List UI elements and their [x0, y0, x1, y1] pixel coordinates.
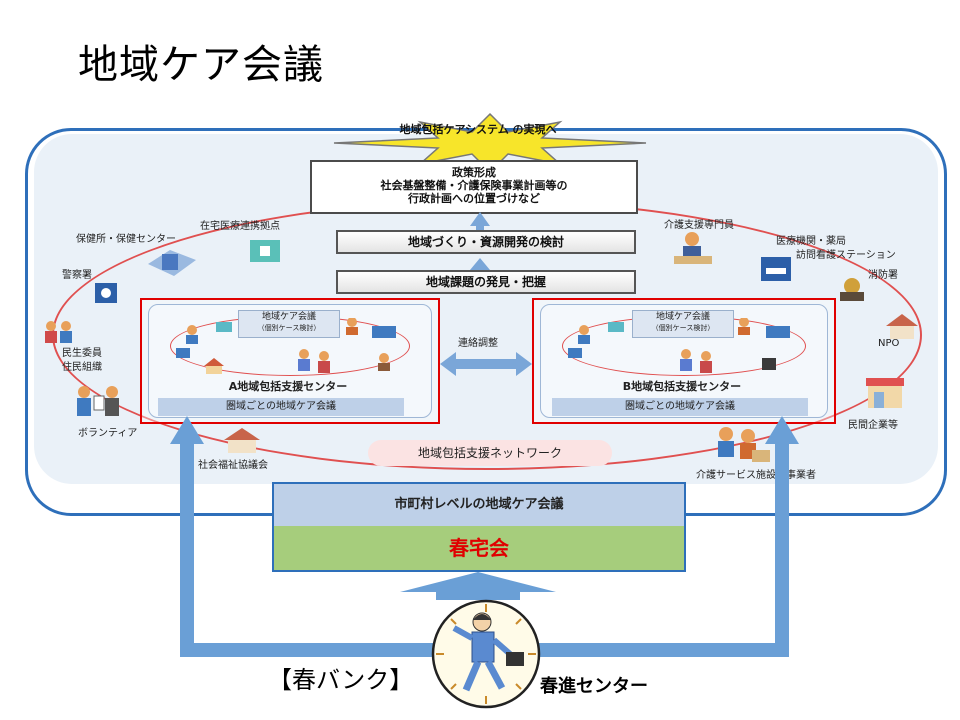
center-a-area-meeting: 圏域ごとの地域ケア会議	[158, 398, 404, 416]
center-a-meeting-sub: （個別ケース検討）	[257, 324, 321, 332]
city-level-name: 春宅会	[274, 526, 684, 570]
police-icon	[95, 283, 117, 303]
policy-line-1: 政策形成	[452, 166, 496, 179]
coordination-arrow	[440, 352, 532, 376]
up-arrows	[470, 212, 490, 276]
npo-house-icon	[886, 314, 918, 339]
center-a-name: A地域包括支援センター	[228, 380, 348, 393]
label-care-service: 介護サービス施設・事業者	[696, 470, 816, 481]
volunteer-icon	[77, 386, 119, 416]
label-care-manager: 介護支援専門員	[664, 220, 734, 231]
center-a-meeting: 地域ケア会議 （個別ケース検討）	[238, 310, 340, 338]
center-b-name: B地域包括支援センター	[622, 380, 742, 393]
issue-discovery-bar: 地域課題の発見・把握	[336, 270, 636, 294]
city-level-box: 市町村レベルの地域ケア会議 春宅会	[272, 482, 686, 572]
coordination-label: 連絡調整	[458, 338, 498, 349]
center-b-area-meeting: 圏域ごとの地域ケア会議	[552, 398, 808, 416]
medical-bed-icon	[761, 257, 791, 281]
page-title: 地域ケア会議	[78, 42, 324, 88]
network-label: 地域包括支援ネットワーク	[368, 440, 612, 466]
care-service-facility-icon	[718, 427, 770, 462]
label-residents-org: 住民組織	[62, 362, 102, 373]
center-a-people-icons	[176, 318, 396, 374]
fire-dept-icon	[840, 278, 864, 301]
label-health-center: 保健所・保健センター	[76, 234, 176, 245]
label-welfare-commissioner: 民生委員	[62, 348, 102, 359]
label-fire-dept: 消防署	[868, 270, 898, 281]
center-a-meeting-title: 地域ケア会議	[261, 312, 316, 322]
label-visiting-nurse: 訪問看護ステーション	[796, 250, 896, 261]
clock-businessman-icon	[431, 599, 541, 709]
label-medical: 医療機関・薬局	[776, 236, 846, 247]
spring-center-label: 春進センター	[540, 676, 648, 697]
policy-formation-box: 政策形成 社会基盤整備・介護保険事業計画等の 行政計画への位置づけなど	[310, 160, 638, 214]
care-manager-icon	[674, 232, 712, 264]
social-welfare-council-house-icon	[224, 428, 260, 453]
label-social-welfare-council: 社会福祉協議会	[198, 460, 268, 471]
resource-development-bar: 地域づくり・資源開発の検討	[336, 230, 636, 254]
label-volunteer: ボランティア	[78, 428, 138, 439]
center-b-meeting: 地域ケア会議 （個別ケース検討）	[632, 310, 734, 338]
city-level-meeting: 市町村レベルの地域ケア会議	[274, 484, 684, 526]
label-private-company: 民間企業等	[848, 420, 898, 431]
policy-line-2: 社会基盤整備・介護保険事業計画等の	[380, 179, 568, 192]
spring-bank-label: 【春バンク】	[268, 666, 414, 694]
home-medical-hub-icon	[250, 240, 280, 262]
center-b-people-icons	[568, 318, 790, 373]
label-police: 警察署	[62, 270, 92, 281]
welfare-commissioner-icon	[45, 321, 72, 343]
policy-line-3: 行政計画への位置づけなど	[408, 192, 540, 205]
health-center-building-icon	[148, 250, 196, 276]
label-home-medical: 在宅医療連携拠点	[200, 221, 280, 232]
star-label: 地域包括ケアシステム の実現へ	[399, 123, 557, 136]
center-b-meeting-sub: （個別ケース検討）	[651, 324, 715, 332]
center-b-meeting-title: 地域ケア会議	[655, 312, 710, 322]
private-company-shop-icon	[866, 378, 904, 408]
label-npo: NPO	[878, 338, 900, 349]
